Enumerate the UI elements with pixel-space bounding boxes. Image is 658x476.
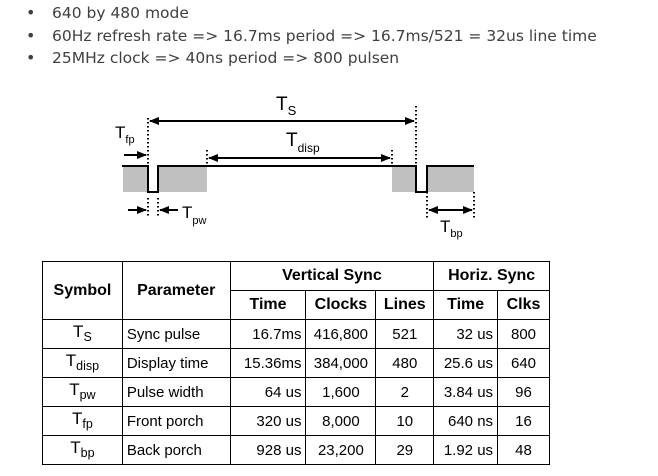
parameter-cell: Display time <box>121 348 231 378</box>
lines-cell: 480 <box>375 348 435 378</box>
blanking-region-right <box>392 166 417 192</box>
tpw-label: Tpw <box>182 203 207 227</box>
guide-lines <box>147 106 475 220</box>
bullet-list: • 640 by 480 mode • 60Hz refresh rate => 1… <box>26 2 597 70</box>
table-row: Tpw Pulse width 64 us 1,600 2 3.84 us 96 <box>42 377 550 407</box>
ts-label: TS <box>276 94 297 118</box>
time-cell: 320 us <box>229 406 307 436</box>
bullet-text: 25MHz clock => 40ns period => 800 pulsen <box>52 49 400 67</box>
time-cell: 928 us <box>229 435 307 465</box>
tbp-label: Tbp <box>440 217 463 240</box>
symbol-cell: Tbp <box>42 435 123 465</box>
time-cell: 16.7ms <box>229 319 307 349</box>
symbol-cell: TS <box>42 319 123 349</box>
clks-cell: 48 <box>497 435 550 465</box>
clks-cell: 800 <box>497 319 550 349</box>
htime-cell: 1.92 us <box>433 435 499 465</box>
horiz-sync-header: Horiz. Sync <box>433 261 550 291</box>
clocks-cell: 23,200 <box>305 435 377 465</box>
lines-cell: 2 <box>375 377 435 407</box>
symbol-header: Symbol <box>42 261 123 320</box>
clks-cell: 640 <box>497 348 550 378</box>
table-row: Tdisp Display time 15.36ms 384,000 480 2… <box>42 348 550 378</box>
tdisp-label: Tdisp <box>286 130 320 155</box>
lines-header: Lines <box>375 290 435 320</box>
bullet-text: 640 by 480 mode <box>52 4 189 22</box>
htime-cell: 25.6 us <box>433 348 499 378</box>
bullet-icon: • <box>26 3 36 22</box>
time-header: Time <box>229 290 307 320</box>
lines-cell: 10 <box>375 406 435 436</box>
table-row: Tfp Front porch 320 us 8,000 10 640 ns 1… <box>42 406 550 436</box>
bullet-text: 60Hz refresh rate => 16.7ms period => 16… <box>52 26 597 45</box>
parameter-cell: Back porch <box>121 435 231 465</box>
sync-timing-table: Symbol Parameter Vertical Sync Horiz. Sy… <box>42 261 550 465</box>
table-subheader-row: Time Clocks Lines Time Clks <box>43 290 550 320</box>
timing-diagram: TS Tdisp Tfp Tpw Tbp <box>115 94 475 240</box>
blanking-region-right-2 <box>426 166 474 192</box>
symbol-cell: Tpw <box>42 377 123 407</box>
clocks-header: Clocks <box>305 290 377 320</box>
parameter-header: Parameter <box>121 261 231 320</box>
time-cell: 15.36ms <box>229 348 307 378</box>
bullet-item: • 640 by 480 mode <box>26 2 597 25</box>
table-row: TS Sync pulse 16.7ms 416,800 521 32 us 8… <box>42 319 550 349</box>
htime-cell: 32 us <box>433 319 499 349</box>
table-row: Tbp Back porch 928 us 23,200 29 1.92 us … <box>42 435 550 465</box>
vertical-sync-header: Vertical Sync <box>229 261 435 291</box>
symbol-cell: Tfp <box>42 406 123 436</box>
bullet-icon: • <box>26 48 36 67</box>
clocks-cell: 1,600 <box>305 377 377 407</box>
symbol-cell: Tdisp <box>42 348 123 378</box>
lines-cell: 29 <box>375 435 435 465</box>
clks-cell: 16 <box>497 406 550 436</box>
blanking-region-left-2 <box>158 166 207 192</box>
time-cell: 64 us <box>229 377 307 407</box>
lines-cell: 521 <box>375 319 435 349</box>
bullet-item: • 25MHz clock => 40ns period => 800 pulse… <box>26 47 597 70</box>
table-header-row: Symbol Parameter Vertical Sync Horiz. Sy… <box>42 261 550 320</box>
clocks-cell: 8,000 <box>305 406 377 436</box>
tfp-label: Tfp <box>115 123 135 146</box>
parameter-cell: Front porch <box>121 406 231 436</box>
htime-cell: 640 ns <box>433 406 499 436</box>
clocks-cell: 384,000 <box>305 348 377 378</box>
clks-header: Clks <box>497 290 550 320</box>
parameter-cell: Pulse width <box>121 377 231 407</box>
htime-cell: 3.84 us <box>433 377 499 407</box>
bullet-item: • 60Hz refresh rate => 16.7ms period => 1… <box>26 25 597 48</box>
clks-cell: 96 <box>497 377 550 407</box>
parameter-cell: Sync pulse <box>121 319 231 349</box>
htime-header: Time <box>433 290 499 320</box>
blanking-region-left <box>123 166 148 192</box>
clocks-cell: 416,800 <box>305 319 377 349</box>
bullet-icon: • <box>26 25 36 45</box>
